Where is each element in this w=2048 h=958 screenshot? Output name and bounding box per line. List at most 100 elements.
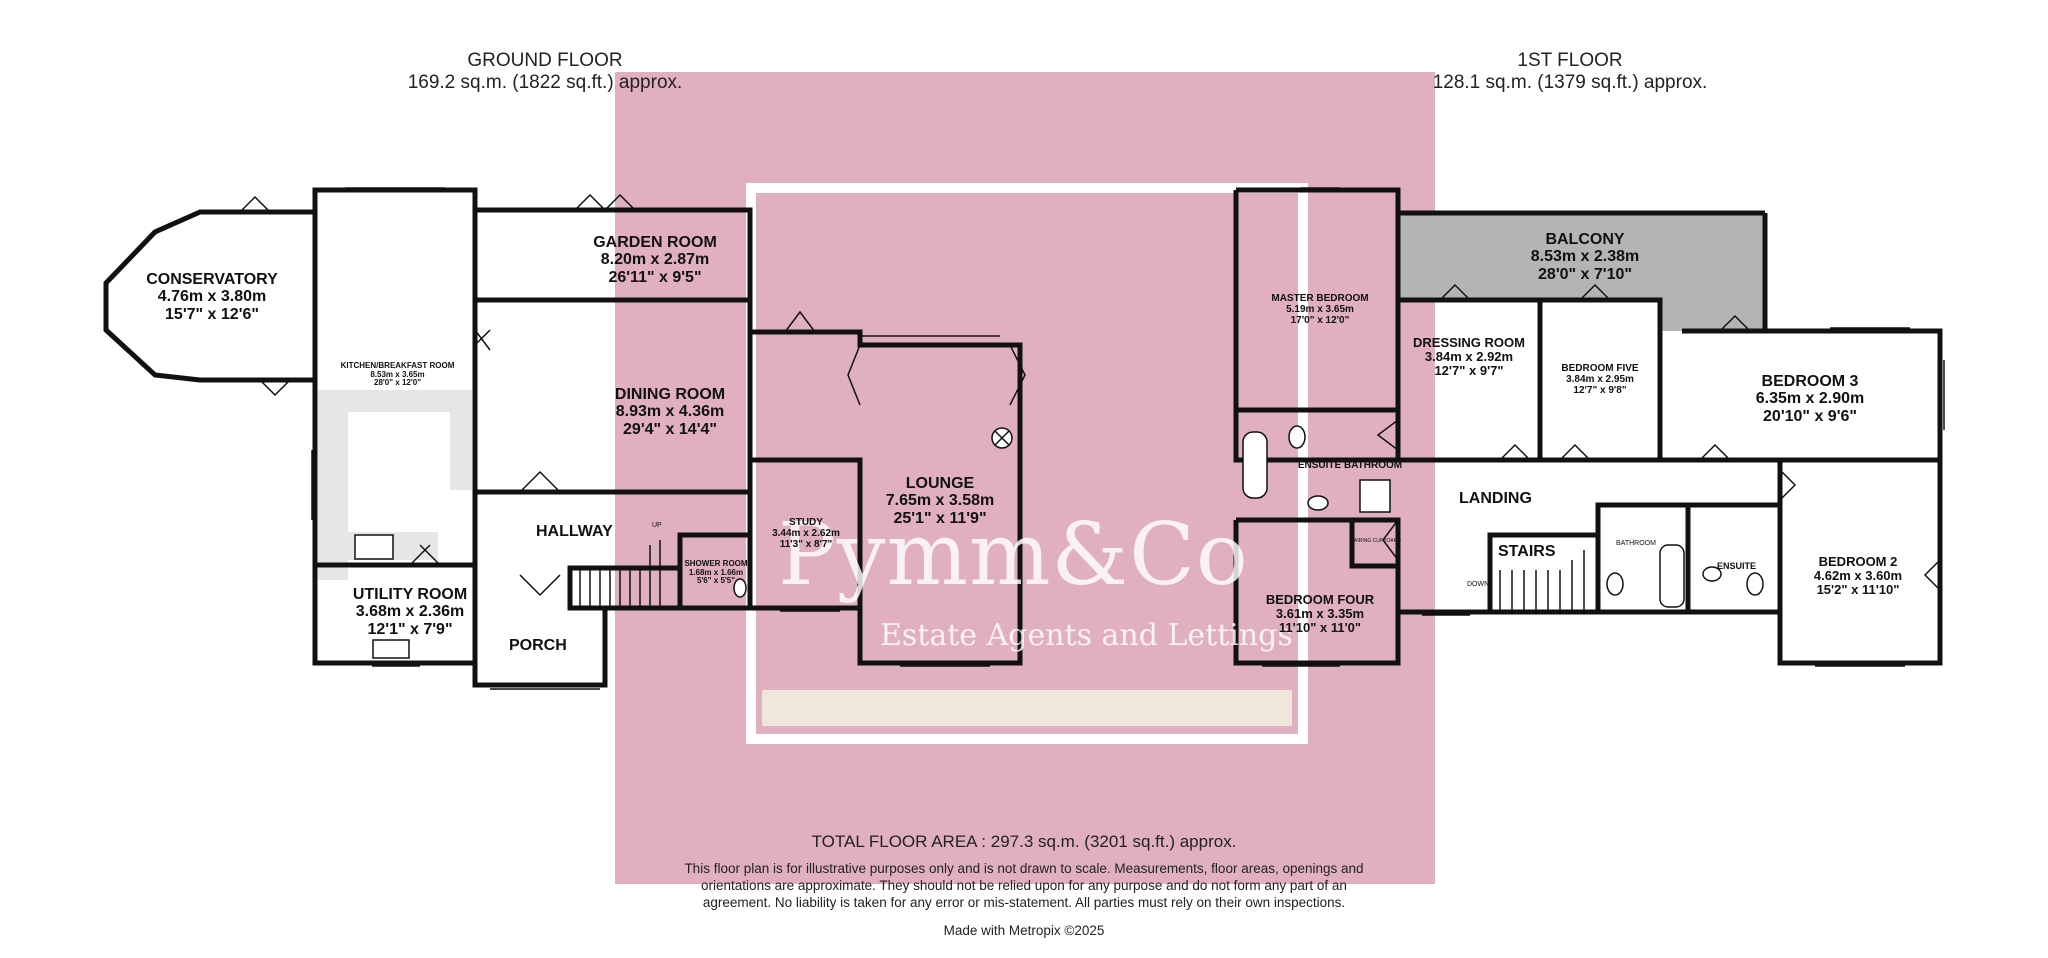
ensuite-basin-icon	[1702, 566, 1722, 582]
room-imperial: 12'7" x 9'8"	[1573, 384, 1627, 396]
ground-floor-area: 169.2 sq.m. (1822 sq.ft.) approx.	[407, 72, 683, 93]
room-bedroom-2: BEDROOM 2 4.62m x 3.60m 15'2" x 11'10"	[1778, 554, 1938, 598]
room-name: DINING ROOM	[614, 386, 726, 403]
room-metric: 7.65m x 3.58m	[885, 492, 995, 510]
room-metric: 1.68m x 1.66m	[688, 567, 744, 577]
first-floor-area: 128.1 sq.m. (1379 sq.ft.) approx.	[1432, 72, 1708, 93]
room-landing: LANDING	[1459, 490, 1532, 507]
room-name: GARDEN ROOM	[593, 234, 717, 251]
room-bedroom-five: BEDROOM FIVE 3.84m x 2.95m 12'7" x 9'8"	[1540, 363, 1660, 396]
room-shower-room: SHOWER ROOM 1.68m x 1.66m 5'6" x 5'5"	[676, 559, 756, 586]
toilet-icon	[1288, 425, 1306, 449]
room-name: KITCHEN/BREAKFAST ROOM	[340, 361, 455, 370]
stair-treads	[579, 540, 1585, 610]
room-balcony: BALCONY 8.53m x 2.38m 28'0" x 7'10"	[1505, 231, 1665, 283]
room-garden-room: GARDEN ROOM 8.20m x 2.87m 26'11" x 9'5"	[575, 234, 735, 286]
room-imperial: 15'7" x 12'6"	[165, 305, 259, 323]
room-name: DRESSING ROOM	[1413, 335, 1525, 350]
room-metric: 4.62m x 3.60m	[1813, 568, 1903, 584]
watermark-tagline: Estate Agents and Lettings	[880, 618, 1293, 653]
watermark-band	[762, 690, 1292, 726]
room-ensuite: ENSUITE	[1717, 561, 1757, 571]
room-stairs: STAIRS	[1498, 543, 1556, 560]
room-name: CONSERVATORY	[146, 271, 278, 288]
bathroom-bath-icon	[1659, 544, 1685, 608]
room-lounge: LOUNGE 7.65m x 3.58m 25'1" x 11'9"	[860, 475, 1020, 527]
room-study: STUDY 3.44m x 2.62m 11'3" x 8'7"	[752, 517, 860, 550]
bathroom-toilet-icon	[1606, 572, 1624, 596]
room-imperial: 12'1" x 7'9"	[367, 620, 453, 638]
room-imperial: 29'4" x 14'4"	[623, 420, 717, 438]
room-airing-cupboard: AIRING CUPBOARD	[1354, 538, 1401, 544]
room-dressing-room: DRESSING ROOM 3.84m x 2.92m 12'7" x 9'7"	[1398, 335, 1540, 379]
ground-floor-header: GROUND FLOOR 169.2 sq.m. (1822 sq.ft.) a…	[370, 50, 720, 94]
room-name: SHOWER ROOM	[684, 559, 748, 568]
room-imperial: 28'0" x 12'0"	[374, 378, 421, 388]
room-name: LOUNGE	[905, 475, 975, 492]
room-kitchen: KITCHEN/BREAKFAST ROOM 8.53m x 3.65m 28'…	[320, 361, 475, 388]
room-imperial: 15'2" x 11'10"	[1816, 582, 1900, 598]
room-metric: 3.84m x 2.95m	[1566, 373, 1634, 385]
ground-floor-title: GROUND FLOOR	[467, 50, 623, 71]
room-name: ENSUITE BATHROOM	[1297, 460, 1403, 471]
room-conservatory: CONSERVATORY 4.76m x 3.80m 15'7" x 12'6"	[132, 271, 292, 323]
room-utility-room: UTILITY ROOM 3.68m x 2.36m 12'1" x 7'9"	[325, 586, 495, 638]
room-porch: PORCH	[509, 637, 567, 654]
ensuite-toilet-icon	[1746, 572, 1764, 596]
room-name: BALCONY	[1545, 231, 1625, 248]
room-master-bedroom: MASTER BEDROOM 5.19m x 3.65m 17'0" x 12'…	[1240, 293, 1400, 326]
disclaimer: This floor plan is for illustrative purp…	[684, 861, 1364, 910]
room-imperial: 11'3" x 8'7"	[779, 538, 833, 550]
room-bathroom: BATHROOM	[1616, 540, 1656, 547]
stair-up-label: UP	[652, 522, 662, 529]
room-metric: 8.93m x 4.36m	[615, 403, 725, 421]
windows	[311, 187, 1945, 690]
room-metric: 8.53m x 2.38m	[1530, 248, 1640, 266]
total-floor-area: TOTAL FLOOR AREA : 297.3 sq.m. (3201 sq.…	[811, 832, 1237, 851]
room-metric: 3.68m x 2.36m	[355, 603, 465, 621]
room-name: MASTER BEDROOM	[1271, 293, 1369, 304]
room-metric: 3.44m x 2.62m	[772, 527, 840, 539]
room-metric: 4.76m x 3.80m	[157, 288, 267, 306]
room-bedroom-3: BEDROOM 3 6.35m x 2.90m 20'10" x 9'6"	[1730, 373, 1890, 425]
stair-down-label: DOWN	[1467, 581, 1490, 588]
room-imperial: 12'7" x 9'7"	[1434, 363, 1504, 379]
fixtures	[354, 425, 1764, 659]
balcony-area	[1398, 213, 1765, 331]
first-floor-title: 1ST FLOOR	[1517, 50, 1623, 71]
hob-icon	[354, 534, 394, 560]
basin-icon	[1307, 495, 1329, 511]
room-name: BEDROOM FIVE	[1561, 363, 1639, 374]
room-ensuite-bathroom: ENSUITE BATHROOM	[1290, 460, 1410, 472]
room-imperial: 20'10" x 9'6"	[1763, 407, 1857, 425]
door-swings	[239, 193, 1941, 597]
room-bedroom-four: BEDROOM FOUR 3.61m x 3.35m 11'10" x 11'0…	[1240, 592, 1400, 636]
watermark-brand: Pymm&Co	[778, 505, 1249, 605]
sink-icon	[372, 639, 410, 659]
room-imperial: 17'0" x 12'0"	[1290, 314, 1350, 326]
room-name: BEDROOM 3	[1761, 373, 1859, 390]
room-name: BEDROOM 2	[1818, 554, 1898, 569]
room-imperial: 25'1" x 11'9"	[893, 509, 987, 527]
first-floor-header: 1ST FLOOR 128.1 sq.m. (1379 sq.ft.) appr…	[1395, 50, 1745, 94]
shower-icon	[1359, 479, 1391, 513]
room-metric: 3.61m x 3.35m	[1275, 606, 1365, 622]
room-metric: 8.20m x 2.87m	[600, 251, 710, 269]
room-dining-room: DINING ROOM 8.93m x 4.36m 29'4" x 14'4"	[590, 386, 750, 438]
watermark-panel	[615, 72, 1435, 884]
made-with: Made with Metropix ©2025	[943, 923, 1105, 938]
room-imperial: 26'11" x 9'5"	[608, 268, 702, 286]
bath-icon	[1242, 431, 1268, 499]
room-metric: 6.35m x 2.90m	[1755, 390, 1865, 408]
shower-room-toilet-icon	[733, 578, 747, 598]
room-imperial: 28'0" x 7'10"	[1538, 265, 1632, 283]
room-name: UTILITY ROOM	[352, 586, 468, 603]
room-metric: 5.19m x 3.65m	[1286, 303, 1354, 315]
room-metric: 3.84m x 2.92m	[1424, 349, 1514, 365]
room-name: STUDY	[789, 517, 823, 528]
room-name: BEDROOM FOUR	[1265, 592, 1375, 607]
kitchen-counters	[318, 390, 472, 580]
room-imperial: 11'10" x 11'0"	[1278, 620, 1362, 636]
